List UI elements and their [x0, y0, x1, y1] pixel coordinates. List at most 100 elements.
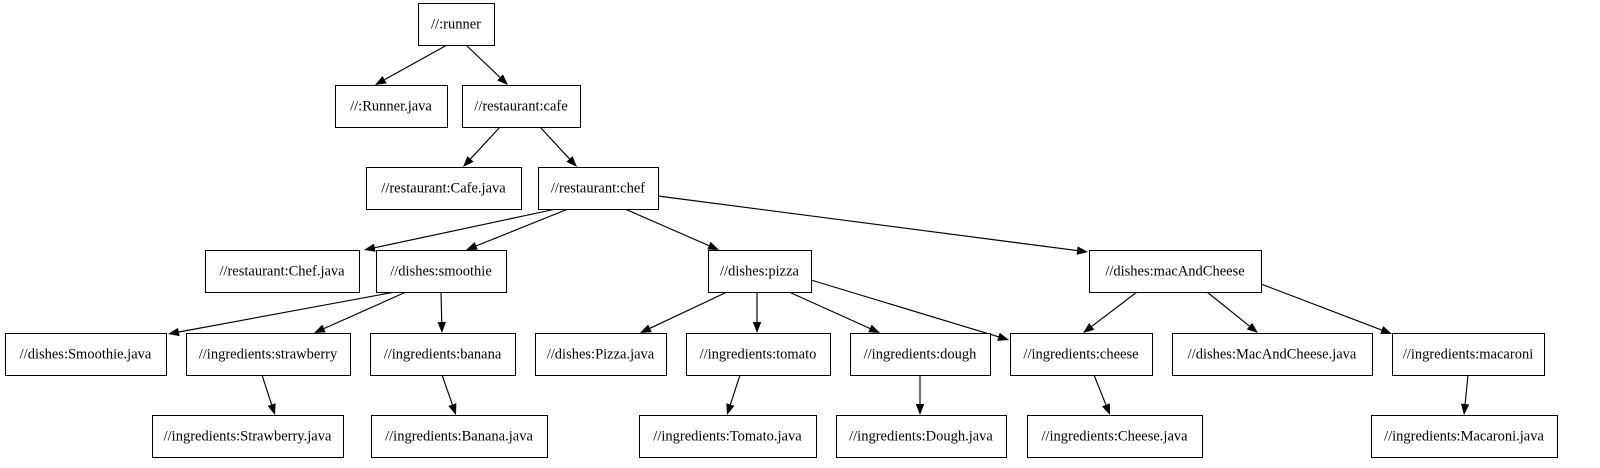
edge-dishes_pizza-to-ing_cheese [810, 279, 1009, 341]
node-dishes_pizza_java[interactable]: //dishes:Pizza.java [535, 333, 667, 376]
edge-line [323, 291, 407, 330]
arrowhead-icon [1246, 322, 1258, 333]
node-label: //:runner [431, 16, 481, 32]
node-box[interactable] [462, 85, 581, 128]
node-box[interactable] [152, 415, 344, 458]
nodes-layer: //:runner //:Runner.java //restaurant:cafe… [5, 3, 1558, 458]
node-runner_java[interactable]: //:Runner.java [335, 85, 448, 128]
edge-dishes_macandcheese-to-dishes_mac_java [1206, 291, 1258, 333]
edge-line [465, 44, 501, 78]
node-ing_cheese_java[interactable]: //ingredients:Cheese.java [1027, 415, 1203, 458]
node-box[interactable] [1089, 250, 1262, 293]
node-restaurant_cafe_java[interactable]: //restaurant:Cafe.java [366, 167, 522, 210]
node-dishes_smoothie_java[interactable]: //dishes:Smoothie.java [5, 333, 167, 376]
edge-restaurant_cafe-to-restaurant_cafe_java [463, 126, 501, 167]
node-box[interactable] [418, 3, 495, 46]
node-ing_macaroni_java[interactable]: //ingredients:Macaroni.java [1371, 415, 1558, 458]
node-label: //dishes:Smoothie.java [20, 346, 152, 362]
node-label: //ingredients:Banana.java [385, 428, 533, 444]
edge-restaurant_chef-to-restaurant_chef_java [364, 208, 557, 252]
node-box[interactable] [335, 85, 448, 128]
node-box[interactable] [1371, 415, 1558, 458]
edge-dishes_macandcheese-to-ing_macaroni [1260, 283, 1392, 335]
node-restaurant_chef_java[interactable]: //restaurant:Chef.java [205, 250, 360, 293]
arrowhead-icon [640, 324, 652, 333]
edge-dishes_pizza-to-ing_tomato [752, 292, 762, 333]
edge-ing_tomato-to-ing_tomato_java [726, 374, 741, 415]
edge-restaurant_chef-to-dishes_macandcheese [657, 195, 1088, 255]
edge-line [440, 291, 443, 323]
edge-ing_macaroni-to-ing_macaroni_java [1460, 374, 1470, 415]
edge-line [649, 291, 728, 329]
node-ing_banana[interactable]: //ingredients:banana [370, 333, 516, 376]
edges-layer [168, 44, 1470, 415]
edge-dishes_smoothie-to-ing_banana [437, 291, 446, 333]
node-dishes_smoothie[interactable]: //dishes:smoothie [376, 250, 507, 293]
arrowhead-icon [1460, 403, 1470, 415]
node-box[interactable] [535, 333, 667, 376]
node-dishes_mac_java[interactable]: //dishes:MacAndCheese.java [1172, 333, 1373, 376]
node-box[interactable] [1392, 333, 1545, 376]
node-runner[interactable]: //:runner [418, 3, 495, 46]
edge-line [441, 374, 453, 405]
node-label: //ingredients:tomato [700, 346, 817, 362]
node-box[interactable] [5, 333, 167, 376]
node-ing_strawberry[interactable]: //ingredients:strawberry [186, 333, 351, 376]
node-box[interactable] [205, 250, 360, 293]
node-ing_banana_java[interactable]: //ingredients:Banana.java [371, 415, 548, 458]
node-box[interactable] [708, 250, 812, 293]
node-ing_dough_java[interactable]: //ingredients:Dough.java [836, 415, 1007, 458]
node-label: //:Runner.java [350, 98, 432, 114]
arrowhead-icon [868, 324, 880, 333]
node-box[interactable] [370, 333, 516, 376]
arrowhead-icon [437, 321, 446, 333]
edge-line [624, 208, 710, 247]
node-box[interactable] [371, 415, 548, 458]
edge-line [539, 126, 570, 160]
edge-line [374, 208, 557, 249]
arrowhead-icon [1380, 326, 1392, 335]
node-restaurant_cafe[interactable]: //restaurant:cafe [462, 85, 581, 128]
node-ing_dough[interactable]: //ingredients:dough [850, 333, 991, 376]
node-dishes_macandcheese[interactable]: //dishes:macAndCheese [1089, 250, 1262, 293]
node-ing_tomato[interactable]: //ingredients:tomato [686, 333, 831, 376]
node-box[interactable] [836, 415, 1007, 458]
node-box[interactable] [376, 250, 507, 293]
node-box[interactable] [1010, 333, 1153, 376]
arrowhead-icon [915, 404, 925, 415]
edge-dishes_smoothie-to-dishes_smoothie_java [168, 291, 396, 337]
node-label: //ingredients:banana [384, 346, 502, 362]
node-dishes_pizza[interactable]: //dishes:pizza [708, 250, 812, 293]
node-box[interactable] [850, 333, 991, 376]
edge-line [1091, 291, 1138, 327]
node-label: //restaurant:chef [551, 180, 645, 196]
node-ing_macaroni[interactable]: //ingredients:macaroni [1392, 333, 1545, 376]
node-box[interactable] [639, 415, 817, 458]
edge-ing_cheese-to-ing_cheese_java [1093, 374, 1110, 415]
node-ing_tomato_java[interactable]: //ingredients:Tomato.java [639, 415, 817, 458]
edge-line [1206, 291, 1250, 327]
edge-restaurant_cafe-to-restaurant_chef [539, 126, 577, 167]
node-restaurant_chef[interactable]: //restaurant:chef [538, 167, 659, 210]
node-label: //restaurant:Cafe.java [381, 180, 506, 196]
node-label: //ingredients:Cheese.java [1041, 428, 1188, 444]
edge-line [788, 291, 871, 330]
node-box[interactable] [366, 167, 522, 210]
node-ing_strawberry_java[interactable]: //ingredients:Strawberry.java [152, 415, 344, 458]
node-box[interactable] [186, 333, 351, 376]
node-ing_cheese[interactable]: //ingredients:cheese [1010, 333, 1153, 376]
node-box[interactable] [686, 333, 831, 376]
arrowhead-icon [466, 242, 478, 250]
node-label: //dishes:Pizza.java [547, 346, 655, 362]
node-box[interactable] [538, 167, 659, 210]
arrowhead-icon [1102, 403, 1110, 415]
arrowhead-icon [997, 332, 1009, 341]
edge-line [384, 44, 448, 81]
node-label: //dishes:pizza [720, 263, 799, 279]
arrowhead-icon [752, 322, 762, 333]
edge-line [1093, 374, 1107, 406]
node-box[interactable] [1027, 415, 1203, 458]
edge-ing_dough-to-ing_dough_java [915, 375, 925, 415]
arrowhead-icon [314, 324, 326, 333]
node-box[interactable] [1172, 333, 1373, 376]
